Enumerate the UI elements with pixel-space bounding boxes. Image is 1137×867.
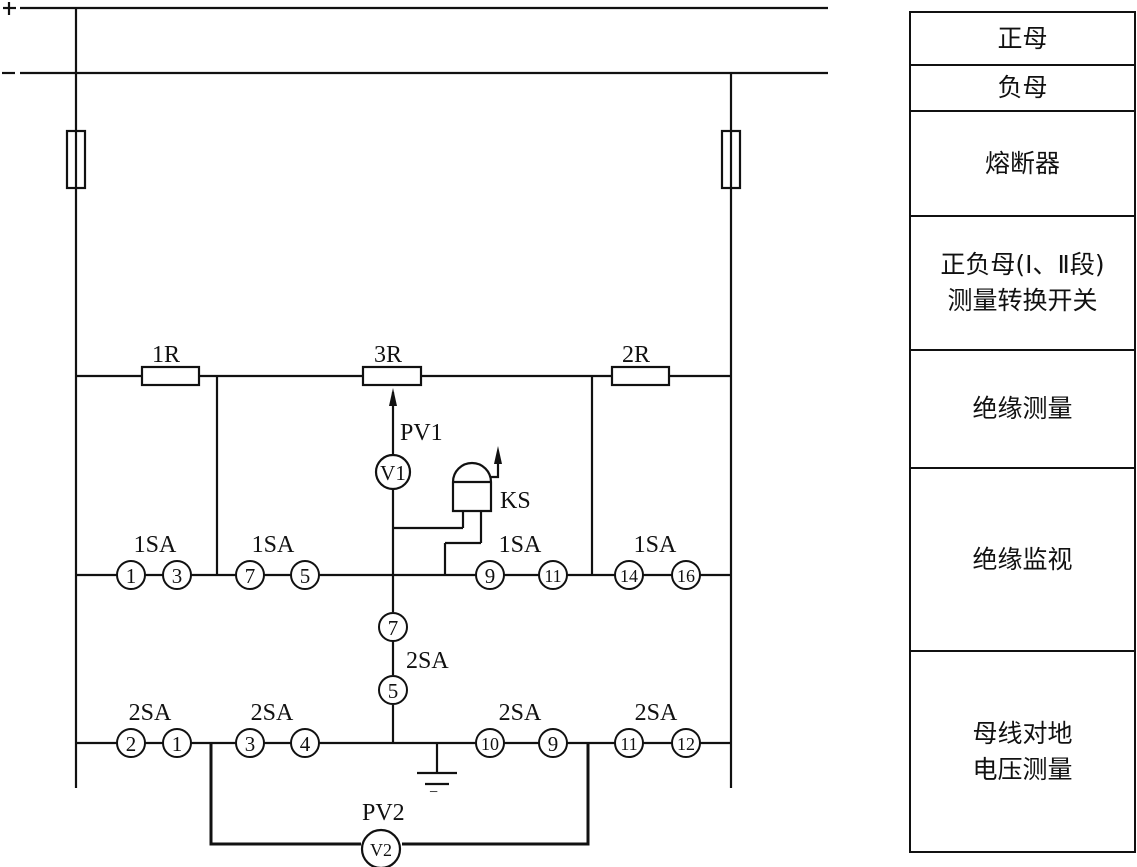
switch-group-label: 1SA — [499, 532, 542, 558]
switch-1sa-contact-number: 11 — [544, 566, 561, 586]
switch-2sa-contact-number: 2 — [126, 732, 137, 756]
switch-2sa-vertical-contact-icon — [378, 612, 408, 642]
switch-2sa-contact-number: 12 — [677, 734, 695, 754]
switch-2sa-contact-number: 4 — [300, 732, 311, 756]
switch-1sa-contact-number: 16 — [677, 566, 695, 586]
switch-1sa-contact-icon — [671, 560, 701, 590]
v2-symbol: V2 — [370, 840, 392, 860]
legend-row-switch: 正负母(Ⅰ、Ⅱ段) 测量转换开关 — [911, 215, 1134, 349]
switch-group-label: 2SA — [251, 700, 294, 726]
switch-2sa-contact-icon — [116, 728, 146, 758]
legend-row-insulation-monitor: 绝缘监视 — [911, 467, 1134, 650]
switch-2sa-contact-number: 3 — [245, 732, 256, 756]
switch-2sa-contact-icon — [290, 728, 320, 758]
legend-text: 熔断器 — [984, 148, 1060, 178]
switch-1sa-contact-icon — [475, 560, 505, 590]
resistor-3r-icon — [361, 365, 423, 387]
legend-text: 母线对地 — [972, 718, 1073, 748]
legend-row-bus-ground-voltage: 母线对地 电压测量 — [911, 650, 1134, 851]
relay-arrow-icon — [494, 446, 502, 464]
switch-1sa-contact-number: 9 — [485, 564, 496, 588]
switch-group-label: 2SA — [129, 700, 172, 726]
switch-group-label: 2SA — [635, 700, 678, 726]
switch-2sa-contact-number: 1 — [172, 732, 183, 756]
switch-1sa-contact-number: 7 — [245, 564, 256, 588]
legend-row-insulation-measure: 绝缘测量 — [911, 349, 1134, 467]
switch-1sa-contact-number: 3 — [172, 564, 183, 588]
switch-1sa-contact-number: 1 — [126, 564, 137, 588]
relay-ks-icon — [451, 461, 493, 513]
legend-table: 正母 负母 熔断器 正负母(Ⅰ、Ⅱ段) 测量转换开关 绝缘测量 绝缘监视 母线对… — [909, 11, 1136, 853]
v1-symbol: V1 — [380, 461, 406, 485]
switch-group-label: 2SA — [499, 700, 542, 726]
switch-2sa-contact-icon — [538, 728, 568, 758]
legend-text: 绝缘测量 — [972, 394, 1073, 423]
switch-2sa-vertical-contact-number: 5 — [388, 679, 399, 703]
switch-1sa-contact-number: 14 — [620, 566, 638, 586]
legend-text: 负母 — [997, 73, 1048, 102]
legend-text: 测量转换开关 — [947, 286, 1098, 315]
voltmeter-v2-icon — [360, 828, 402, 867]
legend-text: 电压测量 — [972, 754, 1073, 784]
legend-row-positive-bus: 正母 — [911, 13, 1134, 64]
resistor-2r-icon — [610, 365, 671, 387]
relay-ks-label: KS — [500, 488, 531, 514]
switch-2sa-contact-icon — [475, 728, 505, 758]
resistor-1r-label: 1R — [152, 342, 180, 368]
switch-2sa-contact-number: 9 — [548, 732, 559, 756]
switch-2sa-contact-number: 10 — [481, 734, 499, 754]
switch-2sa-contact-icon — [235, 728, 265, 758]
switch-2sa-contact-icon — [671, 728, 701, 758]
switch-1sa-contact-number: 5 — [300, 564, 311, 588]
pv2-label: PV2 — [362, 800, 405, 826]
switch-2sa-vertical-label: 2SA — [406, 648, 449, 674]
switch-1sa-contact-icon — [116, 560, 146, 590]
ground-sign: − — [429, 784, 438, 801]
resistor-2r-label: 2R — [622, 342, 650, 368]
switch-1sa-contact-icon — [235, 560, 265, 590]
switch-1sa-contact-icon — [538, 560, 568, 590]
resistor-3r-label: 3R — [374, 342, 402, 368]
pv1-label: PV1 — [400, 420, 443, 446]
switch-group-label: 1SA — [252, 532, 295, 558]
legend-text: 正母 — [997, 23, 1048, 53]
switch-group-label: 1SA — [134, 532, 177, 558]
legend-text: 正负母(Ⅰ、Ⅱ段) — [940, 250, 1105, 279]
legend-text: 绝缘监视 — [972, 544, 1073, 574]
switch-1sa-contact-icon — [614, 560, 644, 590]
switch-2sa-contact-icon — [162, 728, 192, 758]
wiper-arrow-icon — [389, 388, 397, 406]
switch-1sa-contact-icon — [290, 560, 320, 590]
resistor-1r-icon — [140, 365, 201, 387]
switch-2sa-vertical-contact-icon — [378, 675, 408, 705]
switch-2sa-contact-number: 11 — [620, 734, 637, 754]
switch-2sa-vertical-contact-number: 7 — [388, 616, 399, 640]
voltmeter-v1-icon — [374, 453, 412, 491]
legend-row-fuse: 熔断器 — [911, 110, 1134, 215]
switch-2sa-contact-icon — [614, 728, 644, 758]
legend-row-negative-bus: 负母 — [911, 64, 1134, 110]
switch-1sa-contact-icon — [162, 560, 192, 590]
switch-group-label: 1SA — [634, 532, 677, 558]
